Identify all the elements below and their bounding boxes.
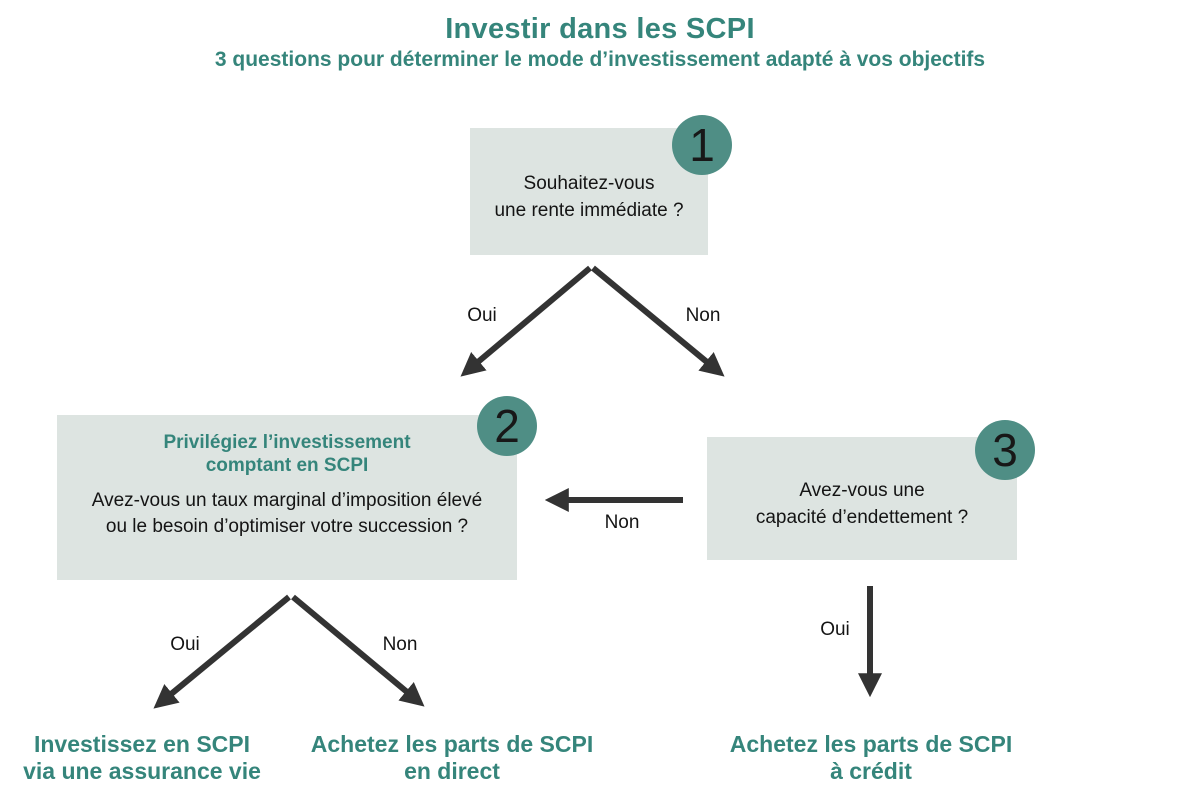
page-subtitle: 3 questions pour déterminer le mode d’in… (214, 48, 986, 71)
result-direct: Achetez les parts de SCPI en direct (310, 731, 594, 784)
question-1-text: Souhaitez-vous une rente immédiate ? (494, 173, 684, 221)
step-badge-2: 2 (477, 396, 537, 456)
question-box-3: Avez-vous une capacité d’endettement ? (707, 437, 1017, 560)
step-badge-1: 1 (672, 115, 732, 175)
arrow-q1-oui (460, 265, 592, 377)
step-number-1: 1 (689, 119, 715, 171)
edge-label-q1-non: Non (685, 305, 721, 326)
result-credit: Achetez les parts de SCPI à crédit (729, 731, 1013, 784)
arrow-q2-non (291, 594, 425, 707)
question-3-text: Avez-vous une capacité d’endettement ? (755, 480, 969, 528)
step-number-2: 2 (494, 400, 520, 452)
edge-label-q2-oui: Oui (170, 634, 200, 655)
arrow-q1-non (591, 265, 725, 377)
result-assurance-vie: Investissez en SCPI via une assurance vi… (23, 731, 261, 784)
question-2-recommendation: Privilégiez l’investissement comptant en… (163, 432, 411, 476)
step-badge-3: 3 (975, 420, 1035, 480)
edge-label-q3-non: Non (604, 512, 640, 533)
question-2-text: Avez-vous un taux marginal d’imposition … (91, 490, 483, 537)
edge-label-q1-oui: Oui (467, 305, 497, 326)
question-box-1: Souhaitez-vous une rente immédiate ? (470, 128, 708, 255)
edge-label-q3-oui: Oui (820, 619, 850, 640)
step-number-3: 3 (992, 424, 1018, 476)
arrow-q2-oui (153, 594, 291, 709)
page-title: Investir dans les SCPI (445, 13, 755, 45)
edge-label-q2-non: Non (382, 634, 418, 655)
question-box-2: Privilégiez l’investissement comptant en… (57, 415, 517, 580)
